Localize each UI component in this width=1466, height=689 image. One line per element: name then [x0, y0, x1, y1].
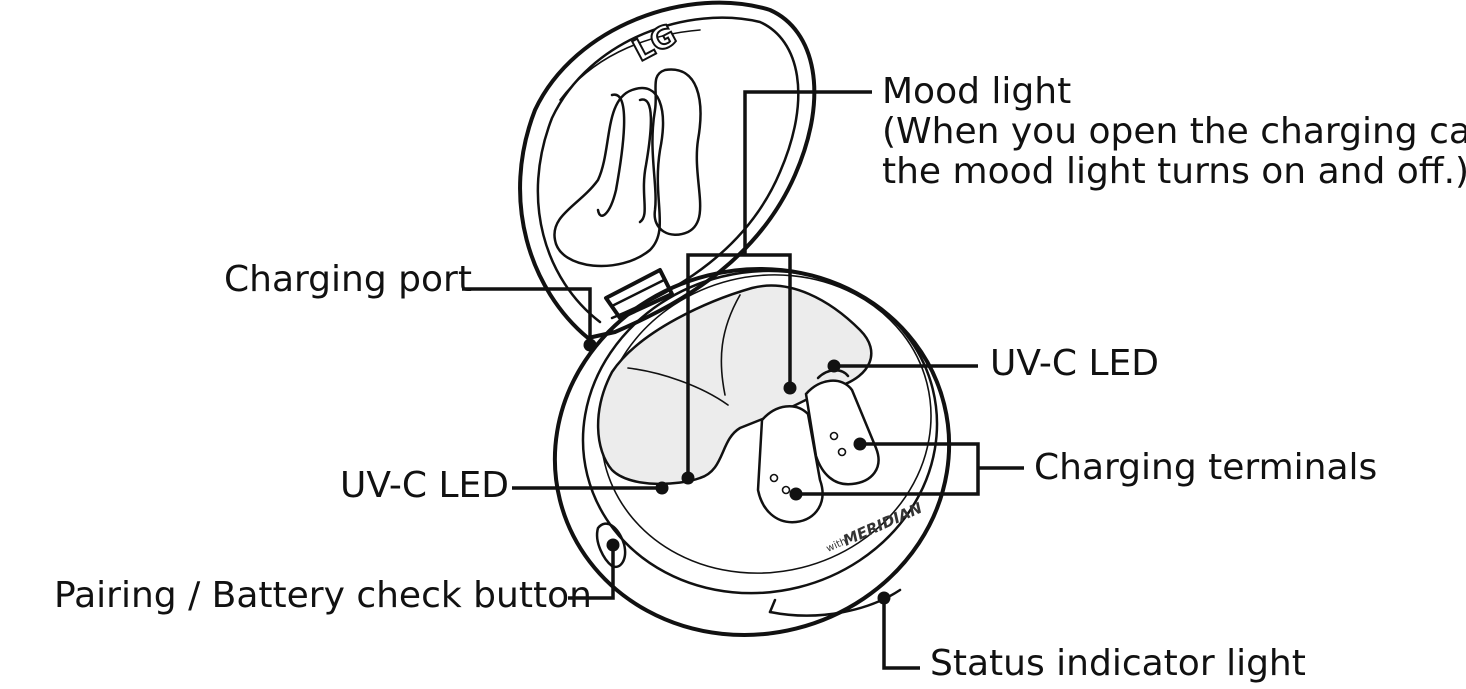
uvc-led-right-label: UV-C LED: [990, 343, 1159, 384]
lid-logo: LG: [627, 18, 682, 69]
leader-lines: [462, 90, 1024, 670]
charging-port-label: Charging port: [224, 259, 472, 300]
uvc-led-right-point: [827, 359, 841, 373]
pairing-button-point: [606, 538, 620, 552]
charging-terminals-label: Charging terminals: [1034, 447, 1378, 488]
pairing-button-label: Pairing / Battery check button: [54, 575, 592, 616]
charging-port-point: [583, 338, 597, 352]
status-light-label: Status indicator light: [930, 643, 1306, 684]
mood-light-note-line2: the mood light turns on and off.): [882, 151, 1466, 192]
status-light-point: [877, 591, 891, 605]
mood-light-title: Mood light: [882, 71, 1072, 112]
case-hinge: [604, 268, 674, 320]
leader-dots: [583, 338, 891, 605]
mood-light-point-right: [783, 381, 797, 395]
charging-terminal-point-1: [853, 437, 867, 451]
pairing-button-shape[interactable]: [595, 522, 627, 569]
uvc-led-left-point: [655, 481, 669, 495]
uvc-led-left-label: UV-C LED: [340, 465, 509, 506]
mood-light-point-left: [681, 471, 695, 485]
mood-light-note-line1: (When you open the charging case,: [882, 111, 1466, 152]
charging-terminal-point-2: [789, 487, 803, 501]
